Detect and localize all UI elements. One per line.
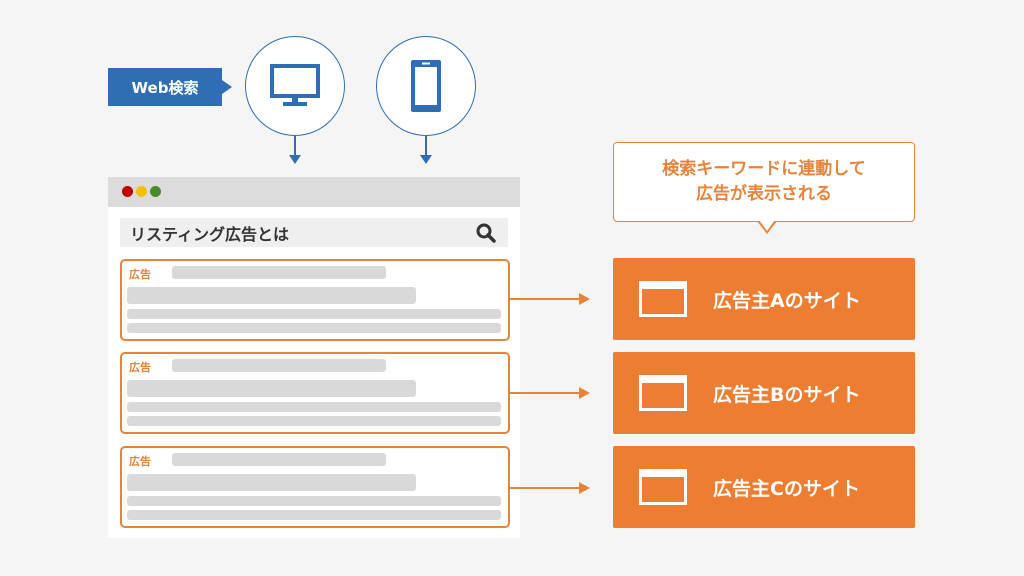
placeholder-bar: [127, 287, 416, 304]
site-label: 広告主Aのサイト: [713, 289, 861, 312]
site-label: 広告主Bのサイト: [713, 383, 861, 406]
browser-window-icon: [639, 281, 687, 317]
placeholder-bar: [127, 309, 501, 319]
ad-result[interactable]: 広告: [120, 446, 510, 528]
arrow-head: [420, 155, 432, 164]
callout-box: 検索キーワードに連動して 広告が表示される: [613, 142, 915, 222]
callout-line1: 検索キーワードに連動して: [662, 159, 866, 179]
desktop-monitor-icon: [270, 64, 320, 106]
arrow-head: [579, 387, 590, 399]
placeholder-bar: [172, 359, 386, 372]
arrow-head: [579, 293, 590, 305]
browser-titlebar: [108, 177, 520, 207]
placeholder-bar: [127, 402, 501, 412]
arrow-head: [579, 482, 590, 494]
search-query: リスティング広告とは: [130, 224, 290, 244]
ad-result[interactable]: 広告: [120, 352, 510, 434]
arrow-line: [294, 136, 296, 156]
advertiser-site-b[interactable]: 広告主Bのサイト: [613, 352, 915, 434]
search-icon[interactable]: [476, 223, 496, 243]
search-bar[interactable]: リスティング広告とは: [120, 218, 508, 247]
placeholder-bar: [127, 323, 501, 333]
arrow-line: [425, 136, 427, 156]
maximize-dot: [150, 186, 161, 197]
arrow-head: [289, 155, 301, 164]
browser-window-icon: [639, 469, 687, 505]
desktop-circle: [245, 36, 345, 136]
ad-label: 広告: [129, 455, 151, 468]
placeholder-bar: [127, 510, 501, 520]
advertiser-site-c[interactable]: 広告主Cのサイト: [613, 446, 915, 528]
placeholder-bar: [127, 496, 501, 506]
site-label: 広告主Cのサイト: [713, 477, 860, 500]
callout-line2: 広告が表示される: [696, 184, 832, 204]
ad-result[interactable]: 広告: [120, 259, 510, 341]
ad-label: 広告: [129, 361, 151, 374]
placeholder-bar: [127, 380, 416, 397]
placeholder-bar: [127, 474, 416, 491]
arrow-line: [510, 487, 580, 489]
arrow-line: [510, 392, 580, 394]
browser-window-icon: [639, 375, 687, 411]
browser-window: リスティング広告とは 広告 広告 広告: [108, 177, 520, 538]
minimize-dot: [136, 186, 147, 197]
web-search-label: Web検索: [108, 68, 232, 106]
smartphone-icon: [411, 60, 441, 112]
placeholder-bar: [172, 266, 386, 279]
arrow-line: [510, 298, 580, 300]
placeholder-bar: [172, 453, 386, 466]
callout-pointer-fill: [759, 220, 775, 231]
close-dot: [122, 186, 133, 197]
mobile-circle: [376, 36, 476, 136]
advertiser-site-a[interactable]: 広告主Aのサイト: [613, 258, 915, 340]
placeholder-bar: [127, 416, 501, 426]
ad-label: 広告: [129, 268, 151, 281]
